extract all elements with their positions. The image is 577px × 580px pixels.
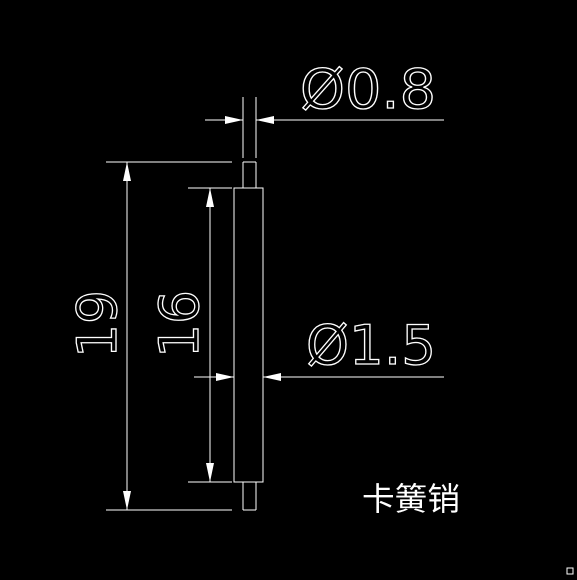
corner-marker-icon xyxy=(566,567,574,575)
arrowhead-top xyxy=(123,162,131,181)
body-length-label: 16 xyxy=(148,290,211,358)
arrowhead-right xyxy=(263,373,281,381)
arrowhead-left xyxy=(216,373,234,381)
small-diameter-label: Ø0.8 xyxy=(300,58,436,121)
pin-main-body xyxy=(233,187,264,483)
overall-length-label: 19 xyxy=(66,290,129,358)
part-name-label: 卡簧销 xyxy=(362,480,460,518)
arrowhead-top xyxy=(206,188,214,207)
arrowhead-right xyxy=(256,116,274,124)
pin-part xyxy=(233,161,264,511)
arrowhead-left xyxy=(225,116,243,124)
dimension-small-diameter: Ø0.8 xyxy=(205,57,444,158)
arrowhead-bottom xyxy=(123,491,131,510)
dimension-body-length: 16 xyxy=(147,187,232,483)
dimension-large-diameter: Ø1.5 xyxy=(194,313,444,381)
large-diameter-label: Ø1.5 xyxy=(306,314,436,377)
arrowhead-bottom xyxy=(206,463,214,482)
dimension-overall-length: 19 xyxy=(65,161,232,511)
